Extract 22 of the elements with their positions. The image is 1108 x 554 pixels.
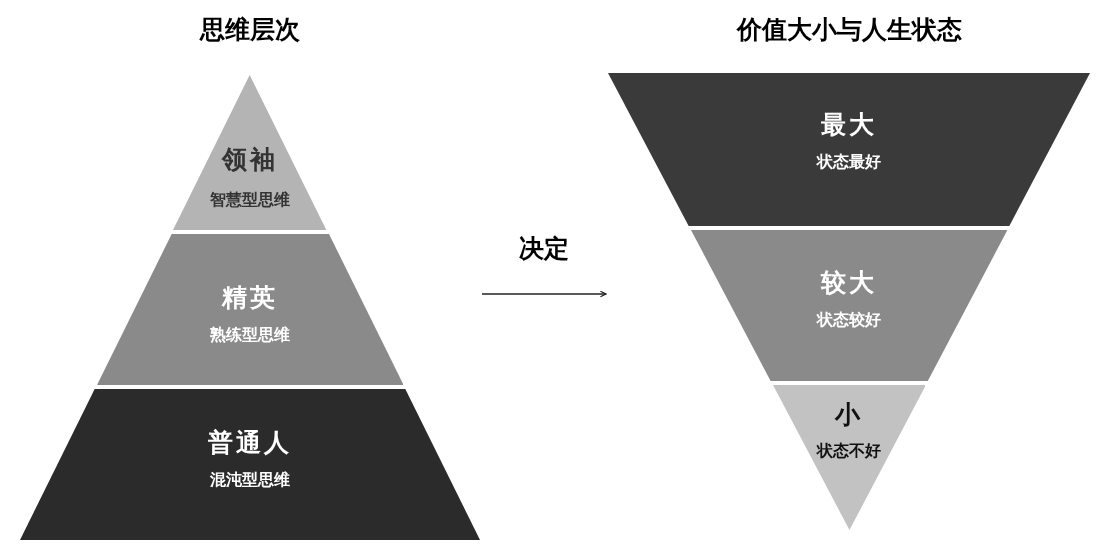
layer-title: 领袖: [222, 145, 278, 175]
pyramid-layer: [96, 234, 404, 385]
chart-heading: 价值大小与人生状态: [736, 15, 962, 45]
pyramid-layer: [173, 75, 327, 230]
funnel-layer: [690, 230, 1008, 381]
layer-subtitle: 熟练型思维: [210, 325, 290, 345]
layer-subtitle: 状态最好: [817, 152, 881, 172]
layer-title: 较大: [821, 268, 877, 298]
layer-title: 最大: [821, 110, 877, 140]
layer-subtitle: 智慧型思维: [210, 190, 290, 210]
layer-subtitle: 混沌型思维: [210, 470, 290, 490]
layer-subtitle: 状态较好: [817, 310, 881, 330]
funnel-layer: [608, 73, 1090, 226]
layer-title: 小: [835, 400, 863, 430]
layer-subtitle: 状态不好: [817, 441, 881, 461]
chart-heading: 思维层次: [200, 15, 300, 45]
layer-title: 精英: [222, 283, 278, 313]
layer-title: 普通人: [208, 428, 292, 458]
pyramid-layer: [20, 389, 480, 540]
arrow: [481, 290, 607, 298]
edge-label: 决定: [519, 234, 569, 264]
funnel-layer: [772, 385, 926, 530]
